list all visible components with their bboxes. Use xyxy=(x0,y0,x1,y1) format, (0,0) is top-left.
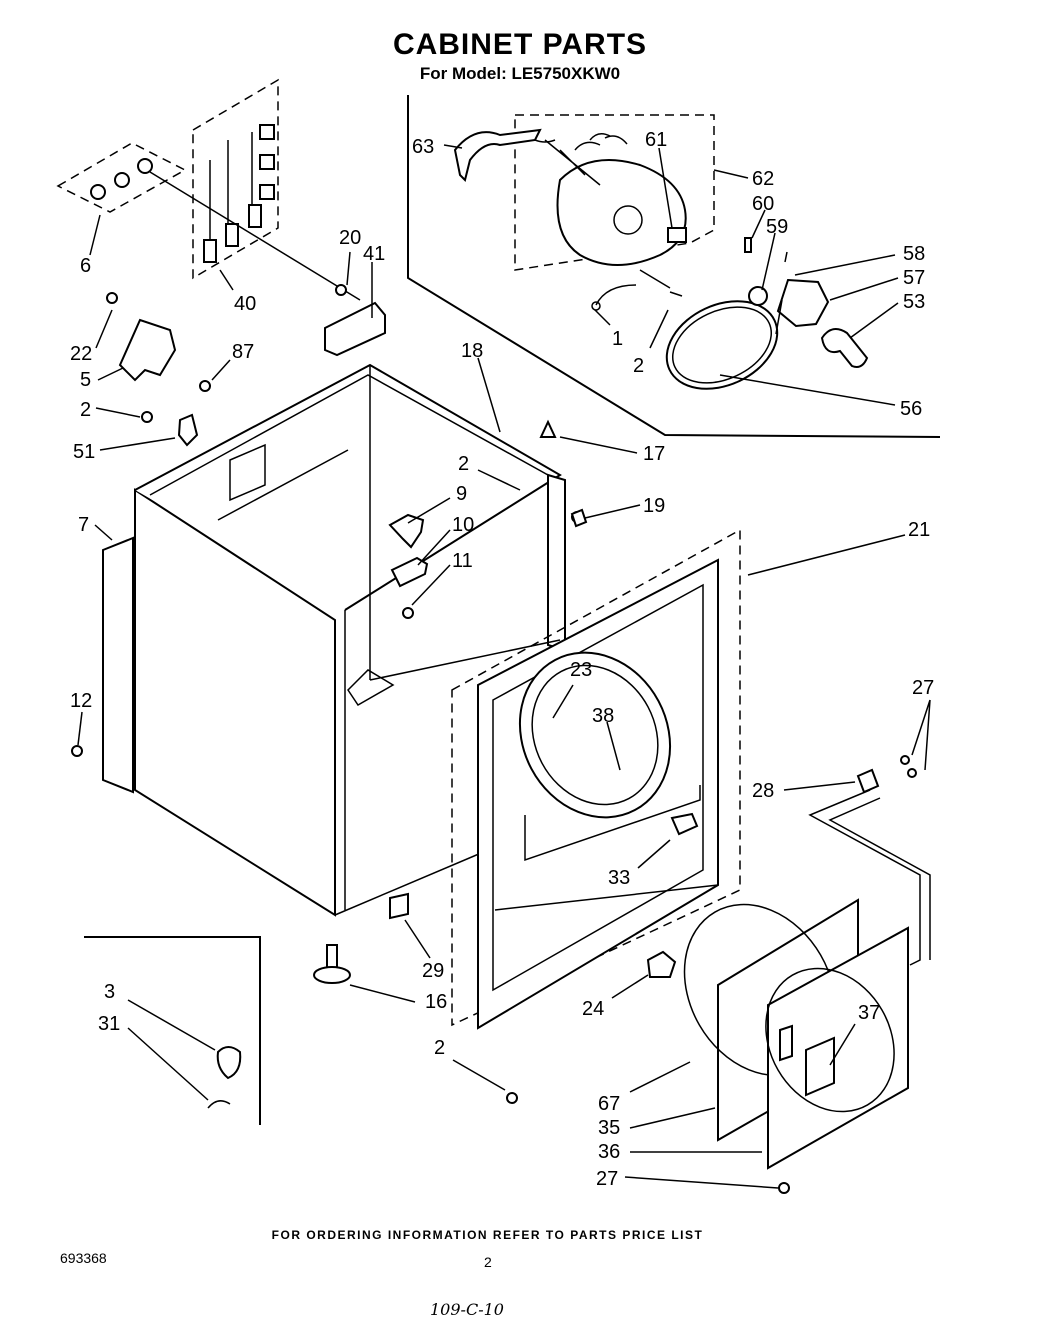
callout-6: 6 xyxy=(80,255,91,277)
callout-2-center: 2 xyxy=(458,453,469,475)
motor-bracket-part xyxy=(453,128,542,182)
page-title: CABINET PARTS xyxy=(392,28,648,61)
motor-assembly xyxy=(514,114,715,311)
callout-23: 23 xyxy=(570,659,592,681)
callout-2-motor: 2 xyxy=(633,355,644,377)
callout-53: 53 xyxy=(903,291,925,313)
door-assembly xyxy=(683,898,909,1170)
callout-56: 56 xyxy=(900,398,922,420)
callout-11: 11 xyxy=(452,550,473,572)
callout-20: 20 xyxy=(339,227,361,249)
callout-2-bottom: 2 xyxy=(434,1037,445,1059)
callout-59: 59 xyxy=(766,216,788,238)
callout-28: 28 xyxy=(752,780,774,802)
motor-section-boundary xyxy=(407,95,941,438)
leader-lines xyxy=(77,144,931,1189)
callout-17: 17 xyxy=(643,443,665,465)
cabinet-body xyxy=(134,363,566,917)
connector-line-6-40 xyxy=(149,171,361,301)
callout-35: 35 xyxy=(598,1117,620,1139)
hinge-wire xyxy=(808,768,931,966)
callout-67: 67 xyxy=(598,1093,620,1115)
callout-87: 87 xyxy=(232,341,254,363)
part-29 xyxy=(389,892,409,920)
callout-10: 10 xyxy=(452,514,474,536)
drive-belt xyxy=(665,300,779,390)
callout-37: 37 xyxy=(858,1002,880,1024)
callout-31: 31 xyxy=(98,1013,120,1035)
part-5-plate xyxy=(106,292,177,382)
model-subtitle: For Model: LE5750XKW0 xyxy=(419,64,621,83)
callout-60: 60 xyxy=(752,193,774,215)
callout-33: 33 xyxy=(608,867,630,889)
group-40-box xyxy=(192,78,279,280)
part-19 xyxy=(570,508,588,528)
callout-7: 7 xyxy=(78,514,89,536)
callout-41: 41 xyxy=(363,243,385,265)
callout-57: 57 xyxy=(903,267,925,289)
back-panel-7 xyxy=(102,536,134,794)
callout-51: 51 xyxy=(73,441,95,463)
callout-40: 40 xyxy=(234,293,256,315)
handwritten-code: 109-C-10 xyxy=(430,1300,504,1319)
callout-12: 12 xyxy=(70,690,92,712)
callout-22: 22 xyxy=(70,343,92,365)
callout-27-bottom: 27 xyxy=(596,1168,618,1190)
callout-19: 19 xyxy=(643,495,665,517)
callout-1: 1 xyxy=(612,328,623,350)
callout-63: 63 xyxy=(412,136,434,158)
callout-labels: 63 61 62 60 59 58 57 53 1 2 56 6 40 20 4… xyxy=(70,129,934,1190)
front-panel-21 xyxy=(451,528,741,1030)
callout-38: 38 xyxy=(592,705,614,727)
callout-61: 61 xyxy=(645,129,667,151)
callout-29: 29 xyxy=(422,960,444,982)
callout-24: 24 xyxy=(582,998,604,1020)
switch-part-41 xyxy=(324,284,386,357)
callout-58: 58 xyxy=(903,243,925,265)
leveling-leg-16 xyxy=(313,944,351,984)
callout-27-right: 27 xyxy=(912,677,934,699)
callout-36: 36 xyxy=(598,1141,620,1163)
page-number: 2 xyxy=(484,1254,492,1270)
document-number: 693368 xyxy=(60,1250,107,1266)
callout-2-left: 2 xyxy=(80,399,91,421)
callout-5: 5 xyxy=(80,369,91,391)
callout-16: 16 xyxy=(425,991,447,1013)
callout-62: 62 xyxy=(752,168,774,190)
group-6-box xyxy=(56,142,187,213)
inset-box xyxy=(84,936,261,1125)
idler-assembly xyxy=(744,237,869,368)
part-24 xyxy=(646,950,677,978)
callout-18: 18 xyxy=(461,340,483,362)
callout-3: 3 xyxy=(104,981,115,1003)
callout-9: 9 xyxy=(456,483,467,505)
callout-21: 21 xyxy=(908,519,930,541)
ordering-info-note: FOR ORDERING INFORMATION REFER TO PARTS … xyxy=(271,1228,704,1242)
